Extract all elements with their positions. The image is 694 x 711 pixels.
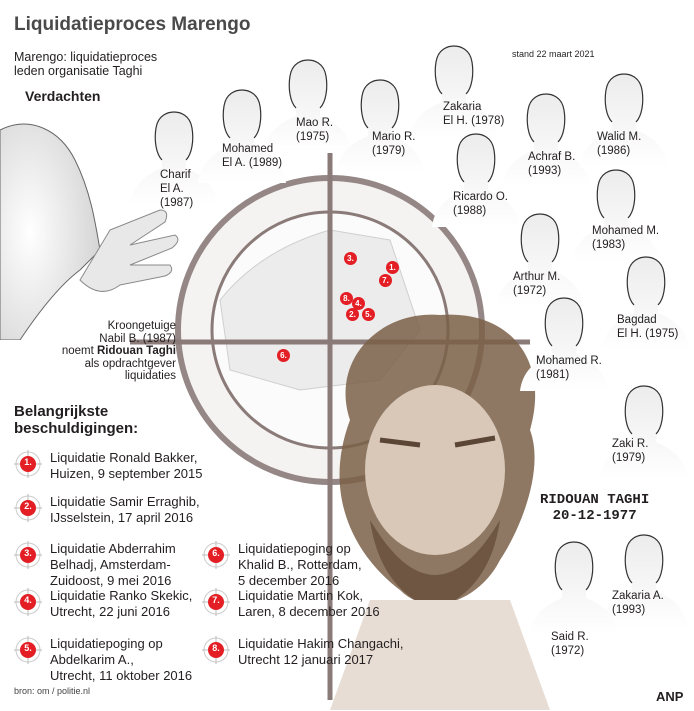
charge-item: 8. Liquidatie Hakim Changachi, Utrecht 12… [202,636,403,668]
map-marker[interactable]: 4. [352,297,365,310]
charge-text: Liquidatie Abderrahim Belhadj, Amsterdam… [50,541,176,588]
target-marker-icon: 2. [14,494,42,522]
suspect-silhouette [600,534,688,628]
suspect-silhouette [264,59,352,153]
suspect-name: Achraf B. (1993) [528,151,576,177]
charge-item: 6. Liquidatiepoging op Khalid B., Rotterd… [202,541,362,589]
subtitle: Marengo: liquidatieproces leden organisa… [14,50,158,78]
suspect-silhouette [130,111,218,205]
target-marker-icon: 6. [202,541,230,569]
charge-text: Liquidatiepoging op Khalid B., Rotterdam… [238,541,362,588]
suspect-name: Walid M. (1986) [597,131,642,157]
target-marker-icon: 5. [14,636,42,664]
suspect-name: Mohamed El A. (1989) [222,143,283,169]
suspect-silhouette [198,89,286,183]
target-marker-icon: 8. [202,636,230,664]
suspect-name: Arthur M. (1972) [513,271,561,297]
suspect-name: Mario R. (1979) [372,131,416,157]
suspect-name: Said R. (1972) [551,631,589,657]
witness-hand-silhouette [0,123,179,340]
suspect-silhouette [432,133,520,227]
suspect-name: Zaki R. (1979) [612,438,649,464]
charge-number: 8. [212,643,220,653]
witness-line: Kroongetuige [107,320,176,332]
witness-line: noemt Ridouan Taghi [0,345,176,358]
charge-item: 2. Liquidatie Samir Erraghib, IJsselstein… [14,494,200,526]
suspect-silhouette [336,79,424,173]
witness-line: Nabil B. (1987) [99,332,176,345]
charge-item: 4. Liquidatie Ranko Skekic, Utrecht, 22 j… [14,588,192,620]
page-title: Liquidatieproces Marengo [14,14,251,35]
suspect-silhouette [410,45,498,139]
suspect-silhouette [502,93,590,187]
suspect-name: Ricardo O. (1988) [453,191,508,217]
suspects-heading: Verdachten [25,88,101,104]
charge-text: Liquidatie Martin Kok, Laren, 8 december… [238,588,380,619]
suspect-name: Charif El A. (1987) [160,169,194,209]
target-marker-icon: 1. [14,450,42,478]
portrait-ridouan-taghi [330,314,550,710]
charge-number: 3. [24,548,32,558]
charge-number: 5. [24,643,32,653]
suspect-name: Zakaria El H. (1978) [443,101,505,127]
map-marker[interactable]: 2. [346,308,359,321]
suspect-silhouette [496,213,584,307]
suspect-silhouette [602,256,690,350]
witness-name: Ridouan Taghi [96,345,176,357]
map-marker[interactable]: 1. [386,261,399,274]
witness-note: Kroongetuige Nabil B. (1987) noemt Ridou… [0,320,176,383]
charges-heading: Belangrijkste beschuldigingen: [14,403,139,437]
charge-text: Liquidatie Ronald Bakker, Huizen, 9 sept… [50,450,203,481]
map-marker[interactable]: 7. [379,274,392,287]
map-marker[interactable]: 6. [277,349,290,362]
charge-text: Liquidatie Hakim Changachi, Utrecht 12 j… [238,636,404,667]
map-marker[interactable]: 3. [344,252,357,265]
source-note: bron: om / politie.nl [14,686,91,696]
suspect-name: Mao R. (1975) [296,117,334,143]
charge-item: 3. Liquidatie Abderrahim Belhadj, Amsterd… [14,541,176,589]
charge-number: 6. [212,548,220,558]
date-stamp: stand 22 maart 2021 [512,49,595,59]
main-suspect-label: RIDOUAN TAGHI 20-12-1977 [540,492,650,524]
suspect-silhouette [572,169,660,263]
charge-text: Liquidatiepoging op Abdelkarim A., Utrec… [50,636,193,683]
charge-item: 7. Liquidatie Martin Kok, Laren, 8 decemb… [202,588,380,620]
suspect-name: Mohamed R. (1981) [536,355,602,381]
target-marker-icon: 7. [202,588,230,616]
witness-line: als opdrachtgever [84,357,176,370]
suspect-silhouette [530,541,618,635]
witness-text: noemt [61,345,97,357]
charge-number: 2. [24,501,32,511]
charge-text: Liquidatie Ranko Skekic, Utrecht, 22 jun… [50,588,193,619]
suspect-silhouette [580,73,668,167]
suspect-name: Bagdad El H. (1975) [617,314,679,340]
target-marker-icon: 3. [14,541,42,569]
charge-item: 5. Liquidatiepoging op Abdelkarim A., Utr… [14,636,192,684]
charge-text: Liquidatie Samir Erraghib, IJsselstein, … [50,494,200,525]
charge-number: 4. [24,595,32,605]
target-marker-icon: 4. [14,588,42,616]
agency-credit: ANP [656,689,684,704]
suspect-silhouette [520,297,608,391]
suspect-name: Mohamed M. (1983) [592,225,660,251]
suspect-silhouette [600,385,688,479]
charge-number: 7. [212,595,220,605]
map-marker[interactable]: 8. [340,292,353,305]
charge-number: 1. [24,457,32,467]
witness-line: liquidaties [124,370,176,382]
suspect-name: Zakaria A. (1993) [612,590,664,616]
map-marker[interactable]: 5. [362,308,375,321]
charge-item: 1. Liquidatie Ronald Bakker, Huizen, 9 se… [14,450,202,482]
